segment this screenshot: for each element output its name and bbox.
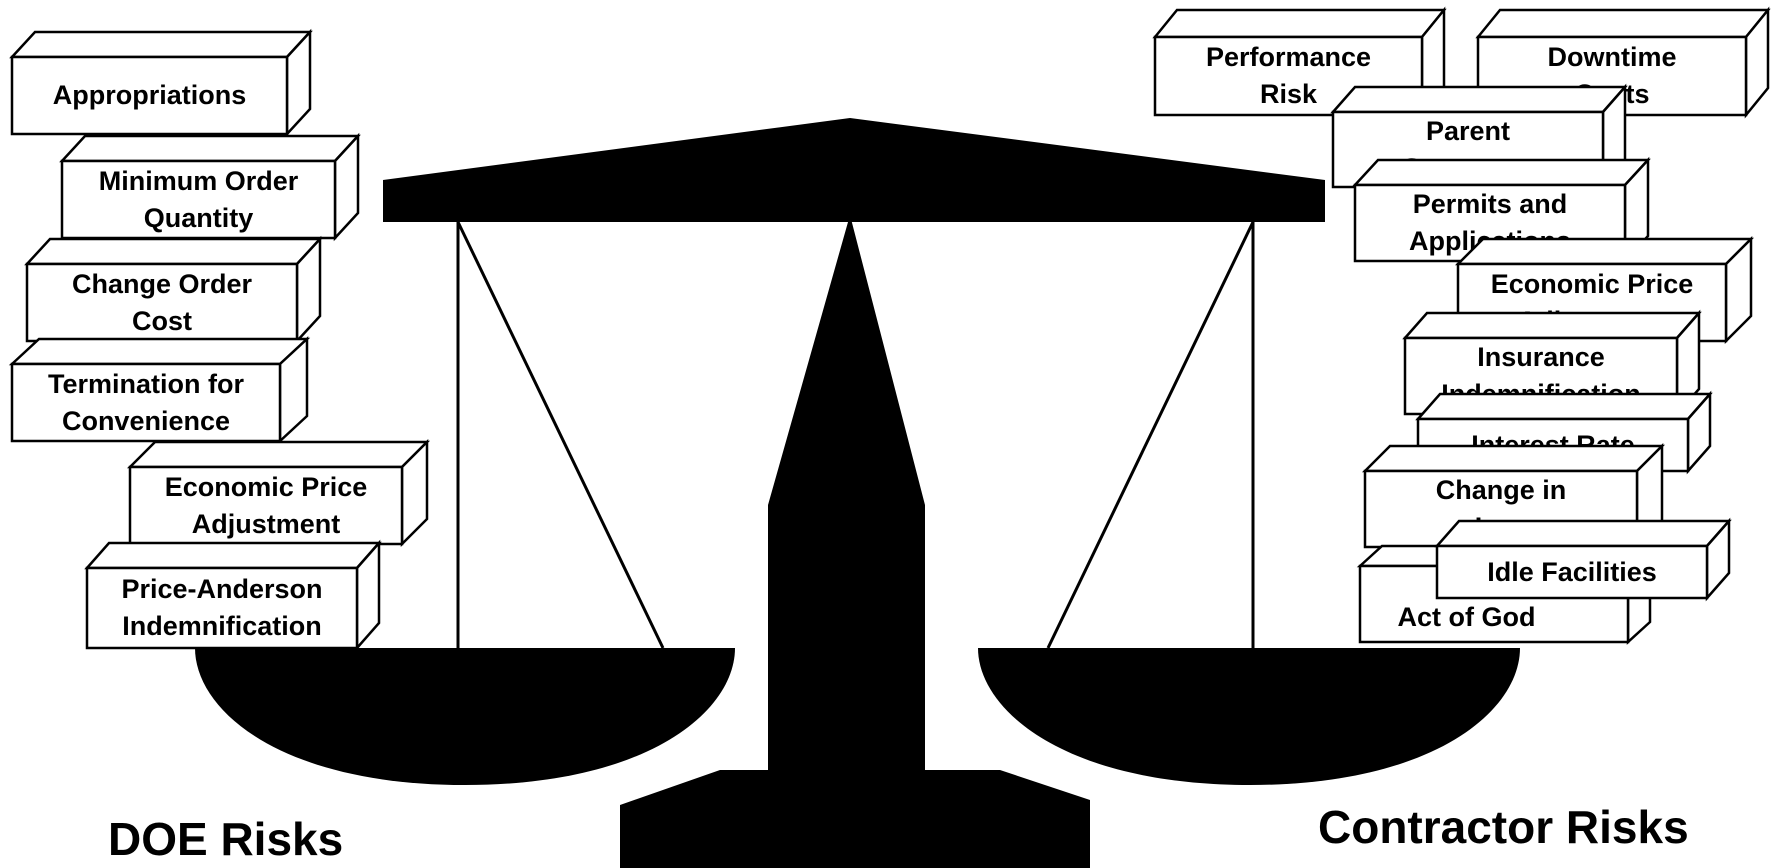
right-pan-string	[1048, 222, 1253, 648]
box-top-face	[1478, 10, 1768, 37]
box-top-face	[12, 339, 307, 364]
doe-risk-minimum-order-quantity: Minimum Order Quantity	[62, 161, 335, 238]
scale-pillar	[620, 215, 1090, 868]
doe-risks-title: DOE Risks	[108, 812, 343, 866]
left-pan-string	[458, 222, 663, 648]
box-top-face	[1365, 446, 1662, 471]
doe-risk-economic-price-adjustment: Economic Price Adjustment	[130, 467, 402, 544]
box-top-face	[1437, 521, 1729, 546]
box-top-face	[87, 543, 379, 568]
right-pan	[978, 648, 1520, 785]
doe-risk-appropriations: Appropriations	[12, 57, 287, 134]
box-top-face	[1333, 87, 1625, 112]
box-top-face	[1418, 394, 1710, 419]
doe-risk-termination-for-convenience: Termination for Convenience	[12, 364, 280, 441]
doe-risk-change-order-cost: Change Order Cost	[27, 264, 297, 341]
doe-risk-price-anderson-indemnification: Price-Anderson Indemnification	[87, 568, 357, 648]
box-top-face	[1355, 160, 1648, 185]
box-top-face	[27, 239, 320, 264]
box-top-face	[1458, 239, 1751, 264]
scale-beam	[383, 118, 1325, 222]
box-top-face	[130, 442, 427, 467]
box-top-face	[62, 136, 358, 161]
contractor-risk-idle-facilities: Idle Facilities	[1437, 546, 1707, 598]
box-top-face	[1155, 10, 1444, 37]
box-top-face	[1405, 313, 1699, 338]
left-pan	[195, 648, 735, 785]
contractor-risks-title: Contractor Risks	[1318, 800, 1689, 854]
box-top-face	[12, 32, 310, 57]
